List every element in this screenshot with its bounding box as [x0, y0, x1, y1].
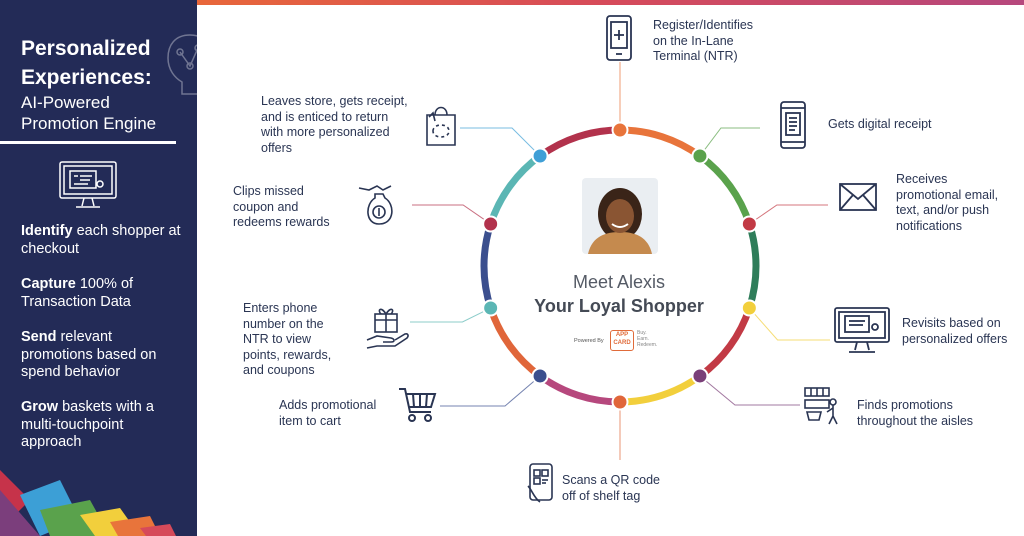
step-connector	[440, 376, 540, 406]
step-label-adds-cart: Adds promotional item to cart	[279, 398, 389, 429]
ring-segment	[749, 224, 756, 308]
ring-segment	[700, 156, 749, 224]
ring-segment	[491, 308, 540, 376]
step-label-finds-promotions: Finds promotions throughout the aisles	[857, 398, 987, 429]
sidebar-divider	[0, 141, 176, 144]
decorative-corner-shapes	[0, 430, 197, 536]
step-label-clips-coupon: Clips missed coupon and redeems rewards	[233, 184, 338, 231]
ring-segment	[620, 376, 700, 402]
sidebar-subtitle: AI-Powered Promotion Engine	[21, 92, 156, 134]
step-label-enters-phone: Enters phone number on the NTR to view p…	[243, 301, 338, 379]
step-connector	[410, 308, 491, 322]
cart-icon	[397, 386, 437, 424]
ring-segment	[484, 224, 491, 308]
step-label-leaves-store: Leaves store, gets receipt, and is entic…	[261, 94, 411, 156]
terminal-icon	[604, 14, 634, 62]
ring-segment	[700, 308, 749, 376]
ring-segment	[620, 130, 700, 156]
step-connector	[700, 128, 760, 156]
ring-segment	[491, 156, 540, 224]
step-connector	[749, 308, 830, 340]
envelope-icon	[838, 182, 878, 212]
step-connector	[749, 205, 828, 224]
ring-segment	[540, 376, 620, 402]
shopper-photo	[582, 178, 658, 254]
bullet-identify: Identify each shopper at checkout	[21, 223, 181, 258]
step-dot	[742, 301, 757, 316]
ring-segment	[540, 130, 620, 156]
money-bag-icon	[357, 182, 399, 228]
subtitle-line-1: AI-Powered	[21, 92, 156, 113]
step-dot	[742, 216, 757, 231]
step-dot	[613, 123, 628, 138]
bullet-send: Send relevant promotions based on spend …	[21, 329, 181, 382]
step-connector	[460, 128, 540, 156]
step-dot	[692, 369, 707, 384]
step-dot	[483, 301, 498, 316]
step-connector	[412, 205, 491, 224]
title-line-2: Experiences:	[21, 63, 152, 92]
step-label-digital-receipt: Gets digital receipt	[828, 117, 968, 133]
step-label-receives-email: Receives promotional email, text, and/or…	[896, 172, 1016, 234]
step-dot	[483, 216, 498, 231]
phone-receipt-icon	[779, 100, 807, 150]
title-line-1: Personalized	[21, 34, 152, 63]
appcard-tagline: Buy.Earn.Redeem.	[637, 330, 657, 348]
monitor-receipt-icon	[58, 160, 118, 212]
qr-phone-icon	[526, 462, 556, 504]
journey-ring	[197, 0, 1024, 536]
step-dot	[533, 148, 548, 163]
bullet-capture: Capture 100% of Transaction Data	[21, 276, 181, 311]
step-dot	[533, 369, 548, 384]
gift-hand-icon	[365, 304, 409, 350]
subtitle-line-2: Promotion Engine	[21, 113, 156, 134]
step-label-register: Register/Identifies on the In-Lane Termi…	[653, 18, 763, 65]
sidebar-title: Personalized Experiences:	[21, 34, 152, 92]
step-label-revisits: Revisits based on personalized offers	[902, 316, 1012, 347]
step-dot	[692, 148, 707, 163]
meet-alexis-text: Meet Alexis	[519, 272, 719, 293]
step-dot	[613, 395, 628, 410]
brain-circuit-icon	[160, 30, 197, 100]
powered-by-text: Powered By	[574, 338, 604, 344]
shopper-aisle-icon	[803, 386, 843, 426]
step-label-scans-qr: Scans a QR code off of shelf tag	[562, 473, 672, 504]
shopping-bag-icon	[423, 101, 459, 147]
sidebar: Personalized Experiences: AI-Powered Pro…	[0, 0, 197, 536]
monitor-offer-icon	[833, 306, 891, 356]
loyal-shopper-text: Your Loyal Shopper	[509, 296, 729, 317]
step-connector	[700, 376, 800, 405]
